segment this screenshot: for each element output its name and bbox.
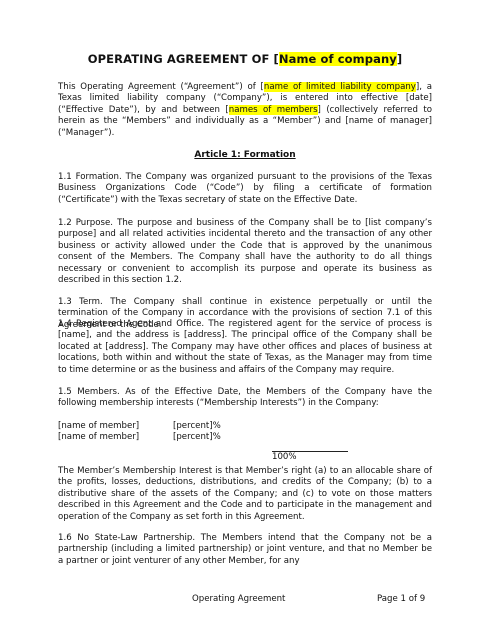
- intro-text-1: This Operating Agreement (“Agreement”) o…: [58, 82, 264, 92]
- footer-page-number: Page 1 of 9: [377, 594, 426, 604]
- member-name: [name of member]: [58, 432, 140, 442]
- membership-interest-paragraph: The Member’s Membership Interest is that…: [58, 466, 432, 522]
- member-row: [name of member] [percent]%: [58, 421, 221, 432]
- total-underline: [272, 451, 348, 452]
- section-1-1-formation: 1.1 Formation. The Company was organized…: [58, 172, 432, 205]
- section-1-3-term: 1.3 Term. The Company shall continue in …: [58, 297, 432, 330]
- section-1-5-members: 1.5 Members. As of the Effective Date, t…: [58, 387, 432, 409]
- member-row: [name of member] [percent]%: [58, 432, 221, 443]
- member-percent: [percent]%: [173, 432, 221, 442]
- intro-placeholder-llc-name: name of limited liability company: [263, 82, 416, 92]
- member-name: [name of member]: [58, 421, 140, 431]
- article-1-heading: Article 1: Formation: [194, 150, 296, 160]
- title-suffix: ]: [396, 52, 403, 66]
- intro-paragraph: This Operating Agreement (“Agreement”) o…: [58, 82, 432, 139]
- section-1-6-no-partnership: 1.6 No State-Law Partnership. The Member…: [58, 533, 432, 566]
- intro-text-3: ] (collectively referred to herein as th…: [58, 104, 432, 138]
- section-1-2-purpose: 1.2 Purpose. The purpose and business of…: [58, 218, 432, 286]
- document-title: OPERATING AGREEMENT OF [Name of company]: [0, 52, 490, 66]
- footer-title: Operating Agreement: [192, 594, 286, 604]
- title-placeholder-company-name: Name of company: [278, 52, 397, 66]
- intro-placeholder-members: names of members: [228, 104, 318, 115]
- membership-total: 100%: [272, 452, 297, 462]
- section-1-4-registered-agent: 1.4 Registered Agent and Office. The reg…: [58, 319, 432, 375]
- member-percent: [percent]%: [173, 421, 221, 431]
- title-prefix: OPERATING AGREEMENT OF [: [87, 52, 279, 66]
- intro-text-2: ], a Texas limited liability company (“C…: [58, 82, 433, 115]
